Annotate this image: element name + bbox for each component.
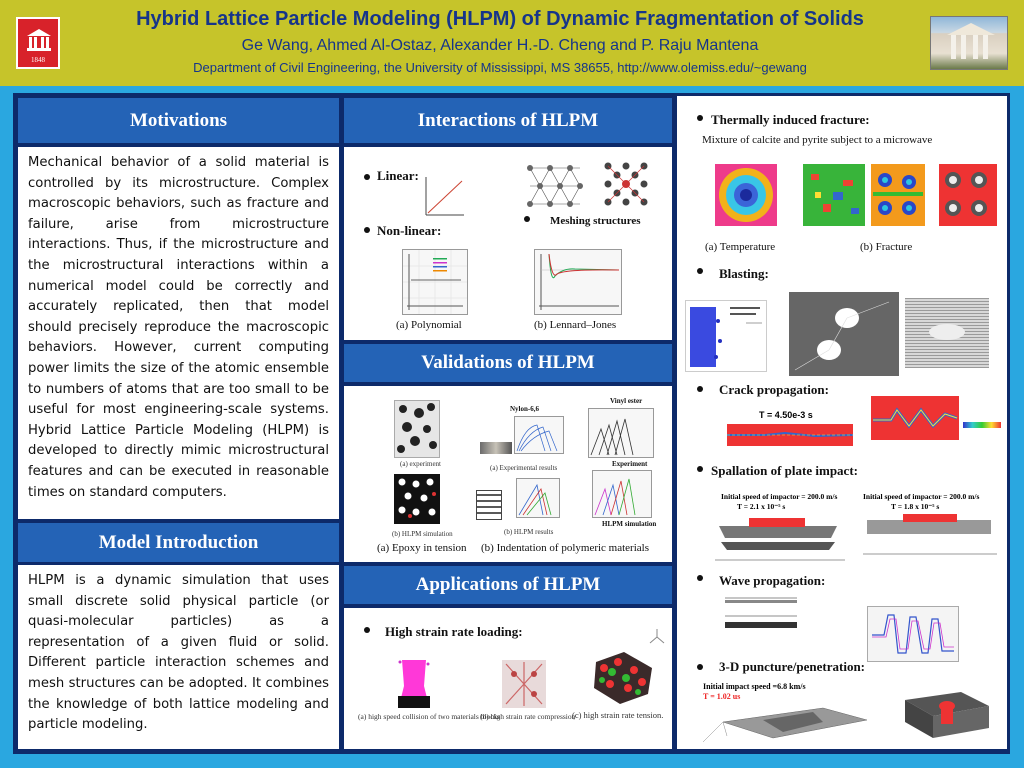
university-seal-logo: 1848 <box>16 17 60 69</box>
poster-authors: Ge Wang, Ahmed Al-Ostaz, Alexander H.-D.… <box>241 37 759 54</box>
spall-a-time: T = 2.1 x 10⁻⁵ s <box>737 502 786 511</box>
experiment-subcaption: (a) experiment <box>400 460 442 468</box>
indentation-caption: (b) Indentation of polymeric materials <box>481 542 649 554</box>
spallation-plot-2: Initial speed of impactor = 200.0 m/s T … <box>857 490 1001 564</box>
validations-panel: (a) experiment Nylon-6,6 (a) Experimenta… <box>344 386 672 562</box>
crack-color-scale <box>963 422 1001 428</box>
epoxy-caption: (a) Epoxy in tension <box>377 542 467 554</box>
bullet-icon <box>364 174 370 180</box>
applications-right-panel: Thermally induced fracture: Mixture of c… <box>677 96 1007 749</box>
bullet-icon <box>697 575 703 581</box>
crack-time-label: T = 4.50e-3 s <box>759 410 813 420</box>
hlpm-results-subcaption: (b) HLPM results <box>504 528 554 536</box>
meshing-structures-label: Meshing structures <box>550 215 641 227</box>
logo-year: 1848 <box>31 56 45 64</box>
bullet-icon <box>364 227 370 233</box>
experiment-label: Experiment <box>612 460 648 468</box>
compression-caption: (b) high strain rate compression <box>480 712 576 721</box>
vinyl-ester-hlpm-graph <box>592 470 652 518</box>
tension-caption: (c) high strain rate tension. <box>572 710 664 720</box>
nylon-results-graph <box>514 416 564 454</box>
linear-potential-graph <box>425 177 464 216</box>
poster-department: Department of Civil Engineering, the Uni… <box>193 60 807 75</box>
hlpm-simulation-subcaption: (b) HLPM simulation <box>392 530 453 538</box>
model-introduction-heading: Model Introduction <box>16 521 341 564</box>
applications-heading: Applications of HLPM <box>342 564 674 606</box>
indentation-hlpm-results-graph <box>516 478 560 518</box>
experimental-results-subcaption: (a) Experimental results <box>490 464 558 472</box>
spall-b-time: T = 1.8 x 10⁻⁵ s <box>891 502 940 511</box>
model-introduction-text: HLPM is a dynamic simulation that uses s… <box>28 573 329 733</box>
crack-propagation-image-2 <box>871 396 959 440</box>
hlpm-simulation-label: HLPM simulation <box>602 520 657 528</box>
model-introduction-panel: HLPM is a dynamic simulation that uses s… <box>18 565 339 749</box>
fracture-caption: (b) Fracture <box>860 241 913 253</box>
puncture-speed-label: Initial impact speed =6.8 km/s <box>703 682 806 691</box>
lyceum-building-photo <box>930 16 1008 70</box>
indentation-simulation-image <box>476 490 502 520</box>
wave-propagation-label: Wave propagation: <box>719 573 826 588</box>
nonlinear-label: Non-linear: <box>377 223 442 238</box>
interactions-heading: Interactions of HLPM <box>342 96 674 145</box>
blasting-label: Blasting: <box>719 266 769 281</box>
meshing-square-graphic <box>604 162 648 206</box>
interactions-panel: Linear: Non-linear: Meshing structures <box>344 147 672 340</box>
bullet-icon <box>697 268 703 274</box>
bullet-icon <box>364 627 370 633</box>
vinyl-ester-label: Vinyl ester <box>610 397 643 405</box>
collision-simulation-image <box>396 656 432 710</box>
thermal-fracture-label: Thermally induced fracture: <box>711 112 870 127</box>
lennard-jones-caption: (b) Lennard–Jones <box>534 319 617 331</box>
poster-title: Hybrid Lattice Particle Modeling (HLPM) … <box>136 8 864 30</box>
motivations-text: Mechanical behavior of a solid material … <box>28 155 329 500</box>
motivations-panel: Mechanical behavior of a solid material … <box>18 147 339 519</box>
spallation-label: Spallation of plate impact: <box>711 463 858 478</box>
collision-caption: (a) high speed collision of two material… <box>358 712 501 721</box>
spallation-plot-1: Initial speed of impactor = 200.0 m/s T … <box>705 490 851 564</box>
nylon-label: Nylon-6,6 <box>510 405 539 413</box>
compression-simulation-image <box>502 660 546 708</box>
motivations-heading: Motivations <box>16 96 341 145</box>
puncture-time-label: T = 1.02 us <box>703 692 741 701</box>
crack-propagation-image-1: T = 4.50e-3 s <box>725 406 857 450</box>
validations-heading: Validations of HLPM <box>342 342 674 384</box>
crack-propagation-label: Crack propagation: <box>719 382 829 397</box>
fracture-field-image-3 <box>939 164 997 226</box>
fracture-field-image-1 <box>803 164 865 226</box>
epoxy-hlpm-simulation-image <box>394 474 440 524</box>
epoxy-experiment-image <box>394 400 440 458</box>
spall-b-title: Initial speed of impactor = 200.0 m/s <box>863 492 980 501</box>
bullet-icon <box>524 216 530 222</box>
tension-simulation-image <box>590 648 656 708</box>
vinyl-ester-experiment-graph <box>588 408 654 458</box>
lennard-jones-potential-graph <box>534 249 622 315</box>
fracture-field-image-2 <box>871 164 925 226</box>
nylon-specimen-image <box>480 442 512 454</box>
bullet-icon <box>697 115 703 121</box>
blasting-profile-plot <box>685 300 767 372</box>
bullet-icon <box>697 664 703 670</box>
temperature-caption: (a) Temperature <box>705 241 776 253</box>
high-strain-rate-label: High strain rate loading: <box>385 624 523 639</box>
polynomial-potential-graph <box>402 249 468 315</box>
puncture-simulation-image-2 <box>901 682 993 744</box>
blasting-mesh-image <box>905 298 989 368</box>
meshing-triangular-graphic <box>527 165 583 207</box>
spall-a-title: Initial speed of impactor = 200.0 m/s <box>721 492 838 501</box>
thermal-fracture-subtitle: Mixture of calcite and pyrite subject to… <box>702 134 933 146</box>
puncture-simulation-image-1: Initial impact speed =6.8 km/s T = 1.02 … <box>703 682 879 744</box>
linear-label: Linear: <box>377 168 419 183</box>
polynomial-caption: (a) Polynomial <box>396 319 462 331</box>
wave-propagation-graph <box>867 606 959 662</box>
building-icon <box>27 29 51 51</box>
axis-triad-icon <box>649 629 665 644</box>
bullet-icon <box>697 386 703 392</box>
applications-panel: High strain rate loading: (a) high speed… <box>344 608 672 749</box>
puncture-label: 3-D puncture/penetration: <box>719 659 866 674</box>
blasting-crater-image <box>789 292 899 376</box>
bullet-icon <box>697 466 703 472</box>
wave-propagation-setup-image <box>719 586 803 640</box>
temperature-field-image <box>715 164 777 226</box>
poster-header: 1848 Hybrid Lattice Particle Modeling (H… <box>0 0 1024 86</box>
